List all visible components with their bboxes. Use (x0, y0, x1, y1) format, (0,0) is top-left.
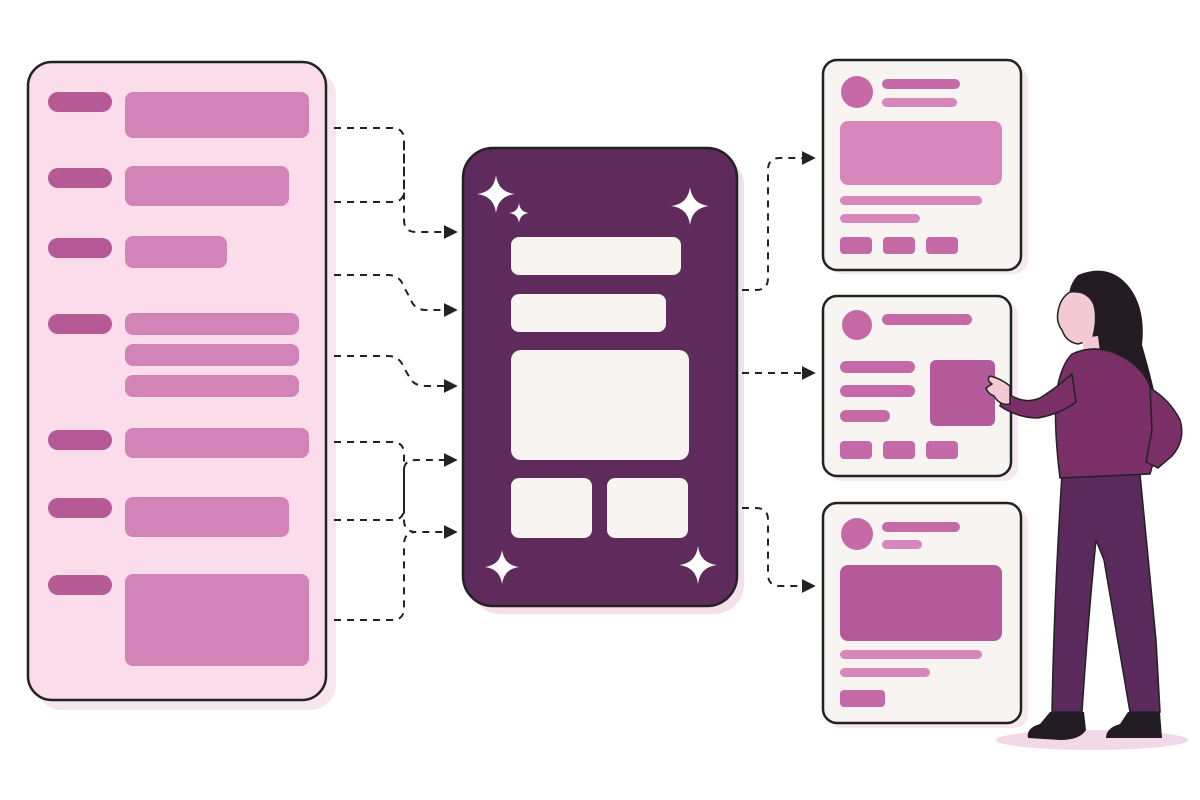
action-chip (883, 237, 915, 254)
data-key-pill (48, 575, 112, 595)
data-row (48, 166, 289, 206)
template-engine-card (461, 146, 744, 614)
data-value-bar (125, 428, 309, 458)
layout-block (511, 294, 666, 332)
person-far-arm (1145, 386, 1183, 469)
connector-arrow (742, 151, 816, 291)
title-line (882, 79, 960, 89)
data-row (48, 497, 289, 537)
title-line (882, 314, 972, 325)
data-key-pill (48, 498, 112, 518)
avatar (841, 76, 873, 108)
layout-block (511, 350, 689, 460)
media-block (840, 121, 1002, 185)
data-value-bar (125, 166, 289, 206)
text-line (840, 410, 890, 422)
connector-line (334, 531, 417, 621)
action-chip (840, 690, 885, 707)
action-chip (926, 441, 958, 459)
text-line (840, 361, 915, 373)
input-connectors (334, 127, 458, 621)
data-key-pill (48, 168, 112, 188)
data-value-bar (125, 92, 309, 138)
subtitle-line (882, 540, 922, 549)
sparkle-icon (485, 550, 519, 584)
person-shoe (1027, 712, 1086, 740)
title-line (882, 522, 960, 532)
connector-arrow (334, 127, 458, 239)
connector-line (334, 140, 405, 203)
data-row (48, 92, 309, 138)
person-illustration (985, 270, 1188, 750)
data-value-block (125, 574, 309, 666)
person-shoe (1106, 712, 1162, 738)
text-line (840, 196, 982, 205)
output-card-1 (821, 58, 1028, 274)
data-key-pill (48, 430, 112, 450)
connector-line (334, 453, 458, 521)
layout-block (511, 237, 681, 275)
data-row (48, 313, 299, 397)
sparkle-icon (679, 546, 717, 584)
data-row (48, 428, 309, 458)
layout-block (607, 478, 688, 538)
subtitle-line (882, 98, 957, 107)
media-block (840, 565, 1002, 641)
connector-arrow (742, 507, 816, 593)
action-chip (840, 441, 872, 459)
sparkle-icon (509, 203, 529, 223)
data-value-bar (125, 375, 299, 397)
data-value-bar (125, 236, 227, 268)
output-connectors (742, 151, 816, 593)
output-card-2 (821, 294, 1018, 481)
data-value-bar (125, 344, 299, 366)
action-chip (840, 237, 872, 254)
data-key-pill (48, 238, 112, 258)
data-value-bar (125, 497, 289, 537)
output-card-3 (821, 501, 1028, 728)
connector-arrow (334, 441, 458, 539)
action-chip (883, 441, 915, 459)
person-face (1056, 291, 1097, 345)
data-row (48, 574, 309, 666)
sparkle-icon (671, 187, 709, 225)
person-pants (1051, 473, 1161, 713)
avatar (842, 310, 872, 340)
data-key-pill (48, 92, 112, 112)
text-line (840, 668, 930, 677)
layout-block (511, 478, 592, 538)
connector-arrow (334, 355, 458, 393)
source-data-panel (26, 60, 336, 710)
person-hand (985, 375, 1011, 406)
connector-arrow (334, 274, 458, 317)
card-frame (821, 294, 1013, 478)
sparkle-icon (477, 175, 515, 213)
avatar (841, 518, 873, 550)
media-block (930, 360, 995, 426)
data-value-bar (125, 313, 299, 335)
text-line (840, 385, 915, 397)
action-chip (926, 237, 958, 254)
text-line (840, 214, 920, 223)
data-row (48, 236, 227, 268)
data-key-pill (48, 314, 112, 334)
text-line (840, 650, 982, 659)
